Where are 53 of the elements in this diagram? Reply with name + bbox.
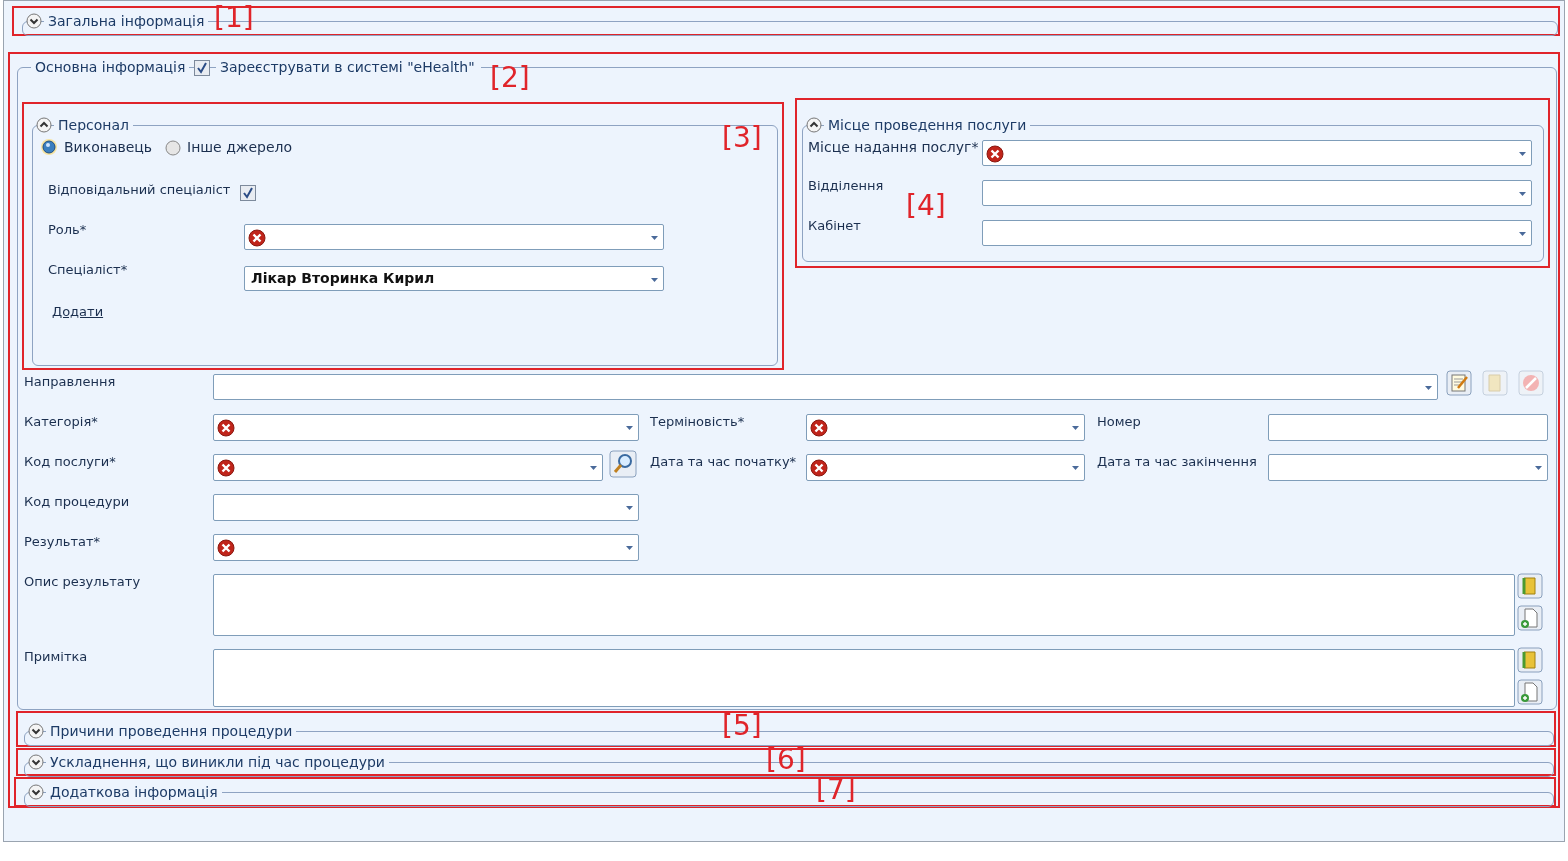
section-title: Ускладнення, що виникли під час процедури <box>46 753 389 771</box>
callout-number: [5] <box>722 710 762 742</box>
field-value: Лікар Вторинка Кирил <box>251 270 435 286</box>
field-label: Відповідальний спеціаліст <box>48 182 231 197</box>
dropdown-field <box>982 180 1532 206</box>
dropdown-field <box>806 454 1085 481</box>
text-area <box>213 649 1515 707</box>
annotation-frame <box>12 6 1560 36</box>
section-title: Додаткова інформація <box>46 783 222 801</box>
field-label: Терміновість* <box>650 414 745 429</box>
field-label: Код послуги* <box>24 454 116 469</box>
annotation-frame <box>14 777 1556 807</box>
section-title: Місце проведення послуги <box>824 116 1031 134</box>
field-label: Місце надання послуг* <box>808 139 979 155</box>
text-area <box>213 574 1515 636</box>
add-link: Додати <box>52 304 104 319</box>
callout-number: [4] <box>906 190 946 222</box>
input-field <box>1268 414 1548 441</box>
dropdown-field <box>244 224 664 250</box>
field-label: Дата та час початку* <box>650 454 797 469</box>
section-title: Основна інформація <box>31 58 190 76</box>
dropdown-field <box>213 454 603 481</box>
dropdown-field <box>1268 454 1548 481</box>
field-label: Опис результату <box>24 574 141 589</box>
dropdown-field <box>213 374 1438 400</box>
annotation-frame <box>16 748 1556 776</box>
radio-label: Виконавець <box>64 139 153 155</box>
field-label: Дата та час закінчення <box>1097 454 1257 469</box>
field-label: Результат* <box>24 534 101 549</box>
field-label: Код процедури <box>24 494 130 509</box>
annotation-frame <box>16 711 1556 747</box>
callout-number: [3] <box>722 122 762 154</box>
section-group <box>802 116 1544 262</box>
annotation-frame <box>795 98 1550 268</box>
dropdown-field <box>213 494 639 521</box>
field-label: Примітка <box>24 649 88 664</box>
callout-number: [2] <box>490 62 530 94</box>
dropdown-field <box>806 414 1085 441</box>
field-label: Категорія* <box>24 414 98 429</box>
dropdown-field <box>244 266 664 291</box>
section-title: Загальна інформація <box>44 12 209 30</box>
dropdown-field <box>213 414 639 441</box>
field-label: Відділення <box>808 178 884 193</box>
field-label: Кабінет <box>808 218 861 233</box>
field-label: Спеціаліст* <box>48 262 128 277</box>
field-label: Номер <box>1097 414 1141 429</box>
dropdown-field <box>982 220 1532 246</box>
field-label: Направлення <box>24 374 116 389</box>
field-label: Роль* <box>48 222 87 237</box>
dropdown-field <box>982 140 1532 166</box>
checkbox-label: Зареєструвати в системі "eHealth" <box>216 58 481 76</box>
dropdown-field <box>213 534 639 561</box>
radio-label: Інше джерело <box>187 139 293 155</box>
